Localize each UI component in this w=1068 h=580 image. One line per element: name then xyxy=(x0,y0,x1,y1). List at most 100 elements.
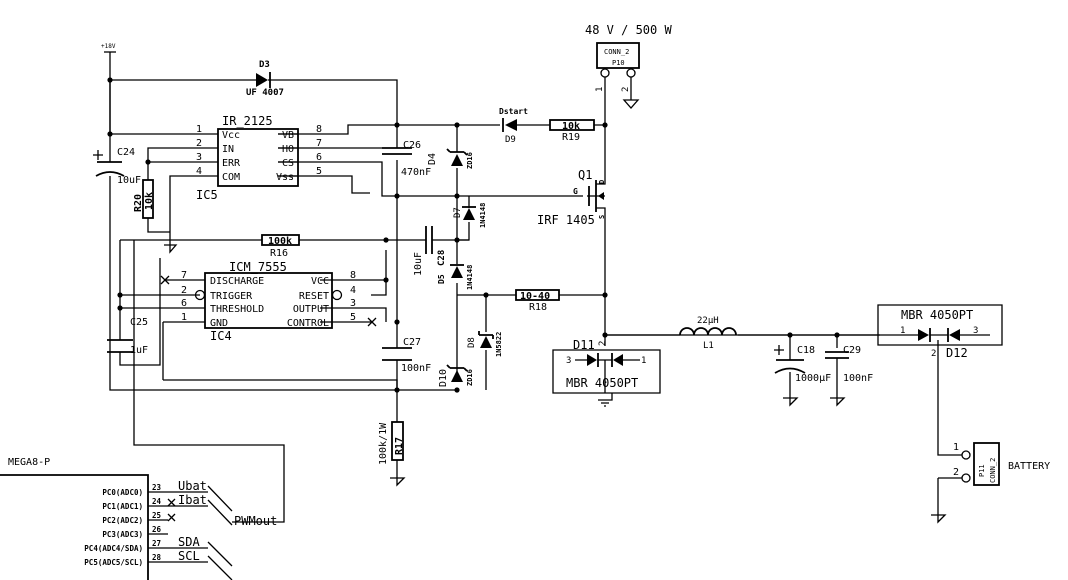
d11-pin3: 3 xyxy=(566,356,571,366)
q1-ref: Q1 xyxy=(578,168,592,182)
d3-value: UF 4007 xyxy=(246,88,284,98)
inductor-l1: 22µH L1 xyxy=(679,316,737,351)
d11-pin2: 2 xyxy=(598,341,608,346)
mega-pin-name: PC3(ADC3) xyxy=(102,530,143,539)
d5-ref: D5 xyxy=(437,274,446,284)
c24-value: 10uF xyxy=(117,175,141,186)
mega-pin-num: 26 xyxy=(152,525,162,534)
d7-ref: D7 xyxy=(453,207,463,218)
l1-value: 22µH xyxy=(697,316,719,326)
pwmout-label: PWMout xyxy=(234,514,277,528)
ic4-pin-num: 1 xyxy=(181,312,187,323)
d9-value: Dstart xyxy=(499,107,528,116)
resistor-r17: 100k/1W R17 xyxy=(378,421,405,465)
ic4-pin-num: 3 xyxy=(350,298,356,309)
q1-pin-d: D xyxy=(598,180,606,184)
r17-value: 100k/1W xyxy=(378,422,389,465)
ic5-pin-num: 3 xyxy=(196,152,202,163)
d10-value: ZD16 xyxy=(466,369,474,386)
r16-ref: R16 xyxy=(270,248,288,259)
d8-ref: D8 xyxy=(467,337,477,348)
diode-d8: D8 1N5822 xyxy=(467,331,503,357)
d3-ref: D3 xyxy=(259,60,270,70)
c26-value: 470nF xyxy=(401,167,431,178)
diode-d9: D9 Dstart xyxy=(499,107,528,145)
d11-pin1: 1 xyxy=(641,356,646,366)
mega-pin-num: 25 xyxy=(152,511,161,520)
r20-ref: R20 xyxy=(133,194,144,212)
capacitor-c24: C24 10uF xyxy=(93,147,141,186)
ic5-pin-num: 7 xyxy=(316,138,322,149)
resistor-r20: R20 10k xyxy=(133,179,155,219)
c26-ref: C26 xyxy=(403,140,421,151)
q1-value: IRF 1405 xyxy=(537,213,595,227)
ic5-pin-name: Vcc xyxy=(222,130,240,141)
mega-pin-name: PC0(ADC0) xyxy=(102,488,143,497)
ic5-pin-num: 1 xyxy=(196,124,202,135)
mega-net-label: Ibat xyxy=(178,493,207,507)
capacitor-c18: C18 1000µF xyxy=(774,345,831,384)
ic5-pin-num: 6 xyxy=(316,152,322,163)
d10-ref: D10 xyxy=(438,369,449,387)
mega-pin-name: PC4(ADC4/SDA) xyxy=(84,544,143,553)
mega-pin-num: 28 xyxy=(152,553,162,562)
capacitor-c26: C26 470nF xyxy=(382,140,431,178)
ic4-pin-num: 8 xyxy=(350,270,356,281)
c28-ref: C28 xyxy=(437,250,447,266)
r20-value: 10k xyxy=(144,192,155,210)
r18-ref: R18 xyxy=(529,302,547,313)
ic4-pin-name: GND xyxy=(210,318,228,329)
q1-pin-g: G xyxy=(573,187,578,196)
ic5-pin-num: 5 xyxy=(316,166,322,177)
c27-ref: C27 xyxy=(403,337,421,348)
c18-value: 1000µF xyxy=(795,373,831,384)
mega-name: MEGA8-P xyxy=(8,457,50,468)
l1-ref: L1 xyxy=(703,341,714,351)
d11-value: MBR 4050PT xyxy=(566,376,638,390)
ic4-ref: IC4 xyxy=(210,329,232,343)
ground-symbols xyxy=(164,244,947,524)
ic5-pin-name: HO xyxy=(282,144,294,155)
c18-ref: C18 xyxy=(797,345,815,356)
ic5-pin-name: VB xyxy=(282,130,294,141)
d12-ref: D12 xyxy=(946,346,968,360)
connector-p10: CONN_2 P10 1 2 xyxy=(595,42,640,109)
ic4-pin-name: RESET xyxy=(299,291,329,302)
p11-pin2: 2 xyxy=(953,467,959,478)
diode-d5: D5 1N4148 xyxy=(437,264,474,290)
zener-d10: D10 ZD16 xyxy=(438,364,474,387)
d12-value: MBR 4050PT xyxy=(901,308,973,322)
connector-p11: 1 2 P11 CONN_2 BATTERY xyxy=(953,442,1050,486)
ic4-pin-num: 5 xyxy=(350,312,356,323)
ic4-pin-name: DISCHARGE xyxy=(210,276,264,287)
mega-pin-num: 27 xyxy=(152,539,161,548)
mega-net-label: SCL xyxy=(178,549,200,563)
capacitor-c27: C27 100nF xyxy=(382,337,431,374)
p11-ref: P11 xyxy=(978,464,986,477)
ic4-pin-name: VCC xyxy=(311,276,329,287)
r16-value: 100k xyxy=(268,236,292,247)
d12-pin3: 3 xyxy=(973,326,978,336)
resistor-r19: 10k R19 xyxy=(549,119,595,143)
dual-diode-d11: D11 MBR 4050PT 3 2 1 xyxy=(566,338,646,390)
ic5-pin-name: ERR xyxy=(222,158,241,169)
ic4-pin-name: THRESHOLD xyxy=(210,304,264,315)
ic4-pin-num: 4 xyxy=(350,285,356,296)
mega-pin-num: 23 xyxy=(152,483,162,492)
c28-value: 10uF xyxy=(413,252,424,276)
d5-value: 1N4148 xyxy=(466,265,474,290)
battery-label: BATTERY xyxy=(1008,461,1050,472)
supply-18v: +18V xyxy=(101,43,116,53)
d8-value: 1N5822 xyxy=(495,332,503,357)
r19-ref: R19 xyxy=(562,132,580,143)
junctions xyxy=(107,77,840,393)
r19-value: 10k xyxy=(562,121,580,132)
d12-pin1: 1 xyxy=(900,326,905,336)
d4-value: ZD16 xyxy=(466,152,474,169)
d7-value: 1N4148 xyxy=(479,203,487,228)
mega-pin-name: PC1(ADC1) xyxy=(102,502,143,511)
d11-ref: D11 xyxy=(573,338,595,352)
